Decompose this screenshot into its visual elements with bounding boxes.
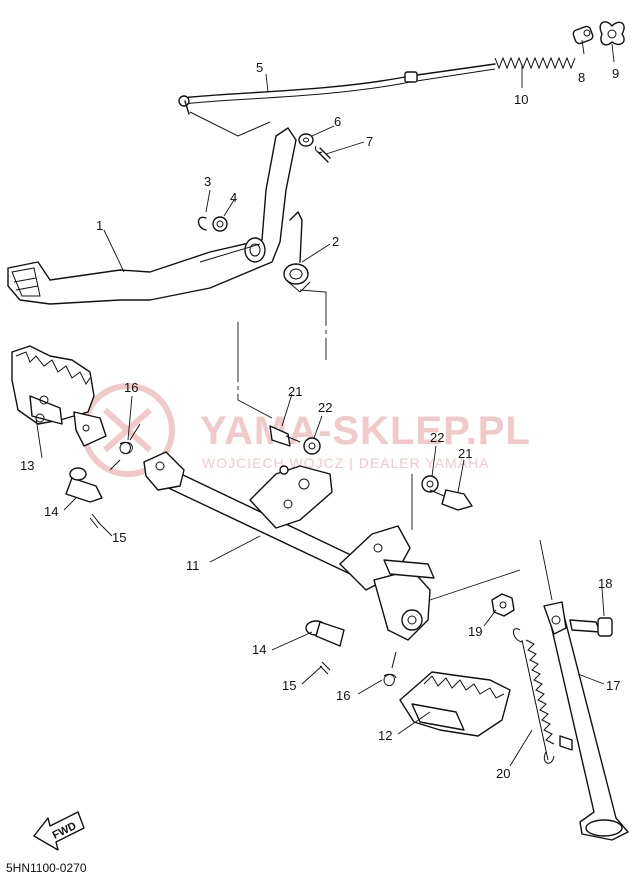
callout-8: 8 (578, 70, 585, 85)
callout-14b: 14 (252, 642, 266, 657)
stand-bolt (569, 617, 613, 637)
callout-16a: 16 (124, 380, 138, 395)
side-stand (543, 601, 629, 841)
return-spring (283, 211, 311, 293)
callout-11: 11 (186, 558, 200, 573)
callout-22a: 22 (318, 400, 332, 415)
callout-9: 9 (612, 66, 619, 81)
pedal-washer (212, 216, 228, 232)
cable-joint (572, 25, 594, 45)
footrest-left (11, 345, 107, 447)
footrest-right (399, 671, 511, 737)
callout-2: 2 (332, 234, 339, 249)
callout-10: 10 (514, 92, 528, 107)
callout-20: 20 (496, 766, 510, 781)
bracket-washer-right (421, 475, 439, 493)
watermark: YAMA-SKLEP.PL WOJCIECH WOJCZ | DEALER YA… (81, 383, 531, 477)
brake-pedal (7, 111, 297, 305)
watermark-logo-mark (103, 407, 152, 453)
callout-12: 12 (378, 728, 392, 743)
leader-lines (35, 39, 615, 767)
callout-3: 3 (204, 174, 211, 189)
bracket-bolt-right (429, 489, 473, 511)
callout-21a: 21 (288, 384, 302, 399)
fwd-arrow: FWD (33, 811, 85, 851)
alignment-lines (237, 289, 553, 601)
bracket-washer-left (303, 437, 321, 455)
callout-19: 19 (468, 624, 482, 639)
footrest-bar (143, 451, 435, 641)
bracket-bolt-left (269, 425, 301, 447)
callout-22b: 22 (430, 430, 444, 445)
callout-17: 17 (606, 678, 620, 693)
circlip (197, 216, 207, 231)
wing-nut (599, 21, 625, 46)
callout-5: 5 (256, 60, 263, 75)
footrest-spring-right (383, 651, 397, 687)
callout-15b: 15 (282, 678, 296, 693)
footrest-pin-right (305, 620, 345, 647)
watermark-title: YAMA-SKLEP.PL (200, 409, 531, 453)
callout-labels: 5 8 9 10 6 7 3 4 1 2 16 21 22 22 21 13 1… (20, 60, 620, 781)
cotter-pin-right (319, 661, 331, 675)
callout-18: 18 (598, 576, 612, 591)
callout-13: 13 (20, 458, 34, 473)
cotter-pin-left (89, 513, 101, 529)
footrest-pin-left (65, 467, 103, 503)
callout-4: 4 (230, 190, 237, 205)
washer (298, 133, 314, 147)
footrest-spring-left (109, 423, 141, 471)
callout-7: 7 (366, 134, 373, 149)
callout-16b: 16 (336, 688, 350, 703)
cotter-pin (315, 145, 331, 163)
callout-1: 1 (96, 218, 103, 233)
callout-21b: 21 (458, 446, 472, 461)
watermark-subtitle: WOJCIECH WOJCZ | DEALER YAMAHA (202, 455, 489, 471)
stand-spring (513, 628, 555, 764)
stand-nut (491, 593, 515, 617)
callout-15a: 15 (112, 530, 126, 545)
brake-cable (178, 63, 496, 115)
callout-6: 6 (334, 114, 341, 129)
callout-14a: 14 (44, 504, 58, 519)
diagram-code: 5HN1100-0270 (6, 861, 87, 875)
brake-spring (494, 56, 576, 70)
